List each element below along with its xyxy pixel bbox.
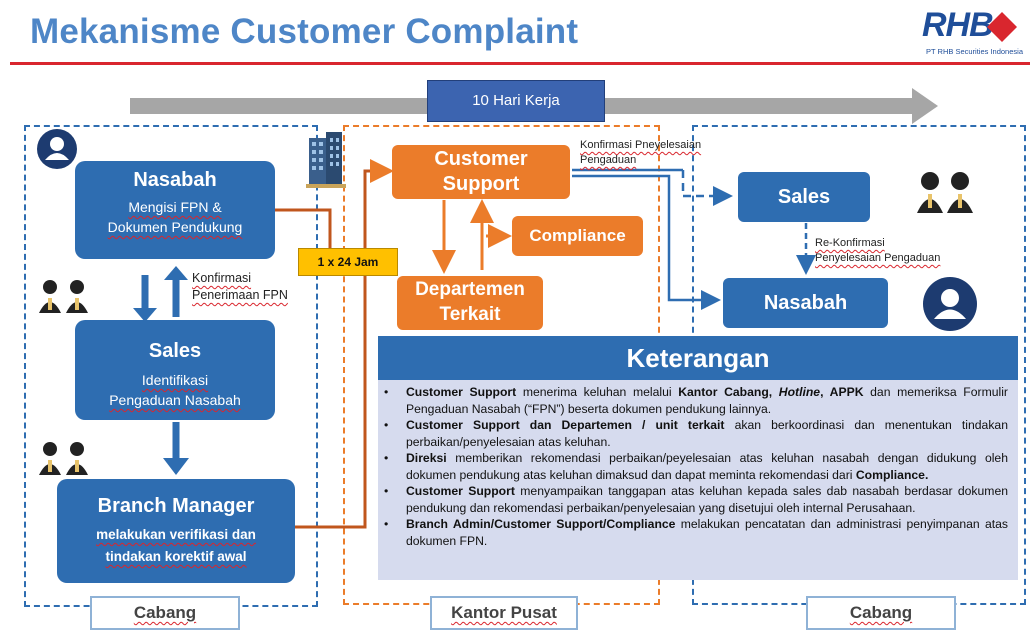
departemen-line2: Terkait [439, 304, 501, 325]
cabang-right-tab-label: Cabang [849, 603, 913, 622]
kantor-pusat-tab-label: Kantor Pusat [451, 603, 557, 622]
branch-manager-title: Branch Manager [97, 495, 255, 517]
cabang-right-tab: Cabang [806, 596, 956, 630]
keterangan-item: Customer Support menerima keluhan melalu… [384, 384, 1008, 417]
customer-support-line2: Support [442, 173, 520, 195]
keterangan-title: Keterangan [378, 336, 1018, 380]
rekonfirmasi-label: Re-Konfirmasi Penyelesaian Pengaduan [815, 236, 940, 266]
sales-left-line2: Pengaduan Nasabah [109, 392, 241, 408]
nasabah-right-box: Nasabah [723, 278, 888, 328]
keterangan-item: Direksi memberikan rekomendasi perbaikan… [384, 450, 1008, 483]
departemen-box: Departemen Terkait [397, 276, 543, 330]
branch-manager-box: Branch Manager melakukan verifikasi dan … [57, 479, 295, 583]
customer-support-line1: Customer [434, 148, 528, 170]
branch-manager-line2: tindakan korektif awal [105, 549, 247, 564]
konfirmasi-penyelesaian-label: Konfirmasi Pneyelesaian Pengaduan [580, 138, 701, 168]
people-pair-icon [36, 440, 94, 481]
sales-left-box: Sales Identifikasi Pengaduan Nasabah [75, 320, 275, 420]
konfirmasi-line2: Penerimaan FPN [192, 288, 288, 302]
kantor-pusat-tab: Kantor Pusat [430, 596, 578, 630]
title-divider [10, 62, 1030, 65]
people-pair-icon [36, 278, 94, 319]
timeline-label: 10 Hari Kerja [427, 80, 605, 122]
konfirmasi-line1: Konfirmasi [192, 271, 252, 285]
rekonfirmasi-line2: Penyelesaian Pengaduan [815, 252, 941, 264]
konfirmasi-penyelesaian-line2: Pengaduan [580, 154, 637, 166]
nasabah-line1: Mengisi FPN & [128, 199, 222, 215]
nasabah-line2: Dokumen Pendukung [107, 219, 243, 235]
departemen-line1: Departemen [415, 279, 525, 300]
customer-support-box: Customer Support [392, 145, 570, 199]
nasabah-box: Nasabah Mengisi FPN & Dokumen Pendukung [75, 161, 275, 259]
rhb-logo-diamond-icon [987, 12, 1017, 42]
timer-badge: 1 x 24 Jam [298, 248, 398, 276]
page-title: Mekanisme Customer Complaint [30, 12, 579, 51]
sales-right-box: Sales [738, 172, 870, 222]
user-circle-icon [922, 276, 978, 337]
cabang-left-tab: Cabang [90, 596, 240, 630]
people-pair-icon [915, 170, 977, 219]
rhb-logo: RHB [922, 6, 994, 44]
keterangan-item: Customer Support menyampaikan tanggapan … [384, 483, 1008, 516]
sales-left-title: Sales [148, 340, 202, 362]
keterangan-body: Customer Support menerima keluhan melalu… [378, 380, 1018, 580]
konfirmasi-penerimaan-label: Konfirmasi Penerimaan FPN [192, 270, 288, 304]
branch-manager-line1: melakukan verifikasi dan [96, 527, 256, 542]
logo-subtitle: PT RHB Securities Indonesia [926, 47, 1023, 56]
konfirmasi-penyelesaian-line1: Konfirmasi Pneyelesaian [580, 139, 702, 151]
keterangan-item: Customer Support dan Departemen / unit t… [384, 417, 1008, 450]
sales-left-line1: Identifikasi [141, 372, 209, 388]
user-circle-icon [36, 128, 78, 175]
compliance-box: Compliance [512, 216, 643, 256]
cabang-left-tab-label: Cabang [133, 603, 197, 622]
rekonfirmasi-line1: Re-Konfirmasi [815, 237, 885, 249]
building-icon [306, 130, 346, 193]
keterangan-item: Branch Admin/Customer Support/Compliance… [384, 516, 1008, 549]
nasabah-title: Nasabah [133, 169, 217, 191]
